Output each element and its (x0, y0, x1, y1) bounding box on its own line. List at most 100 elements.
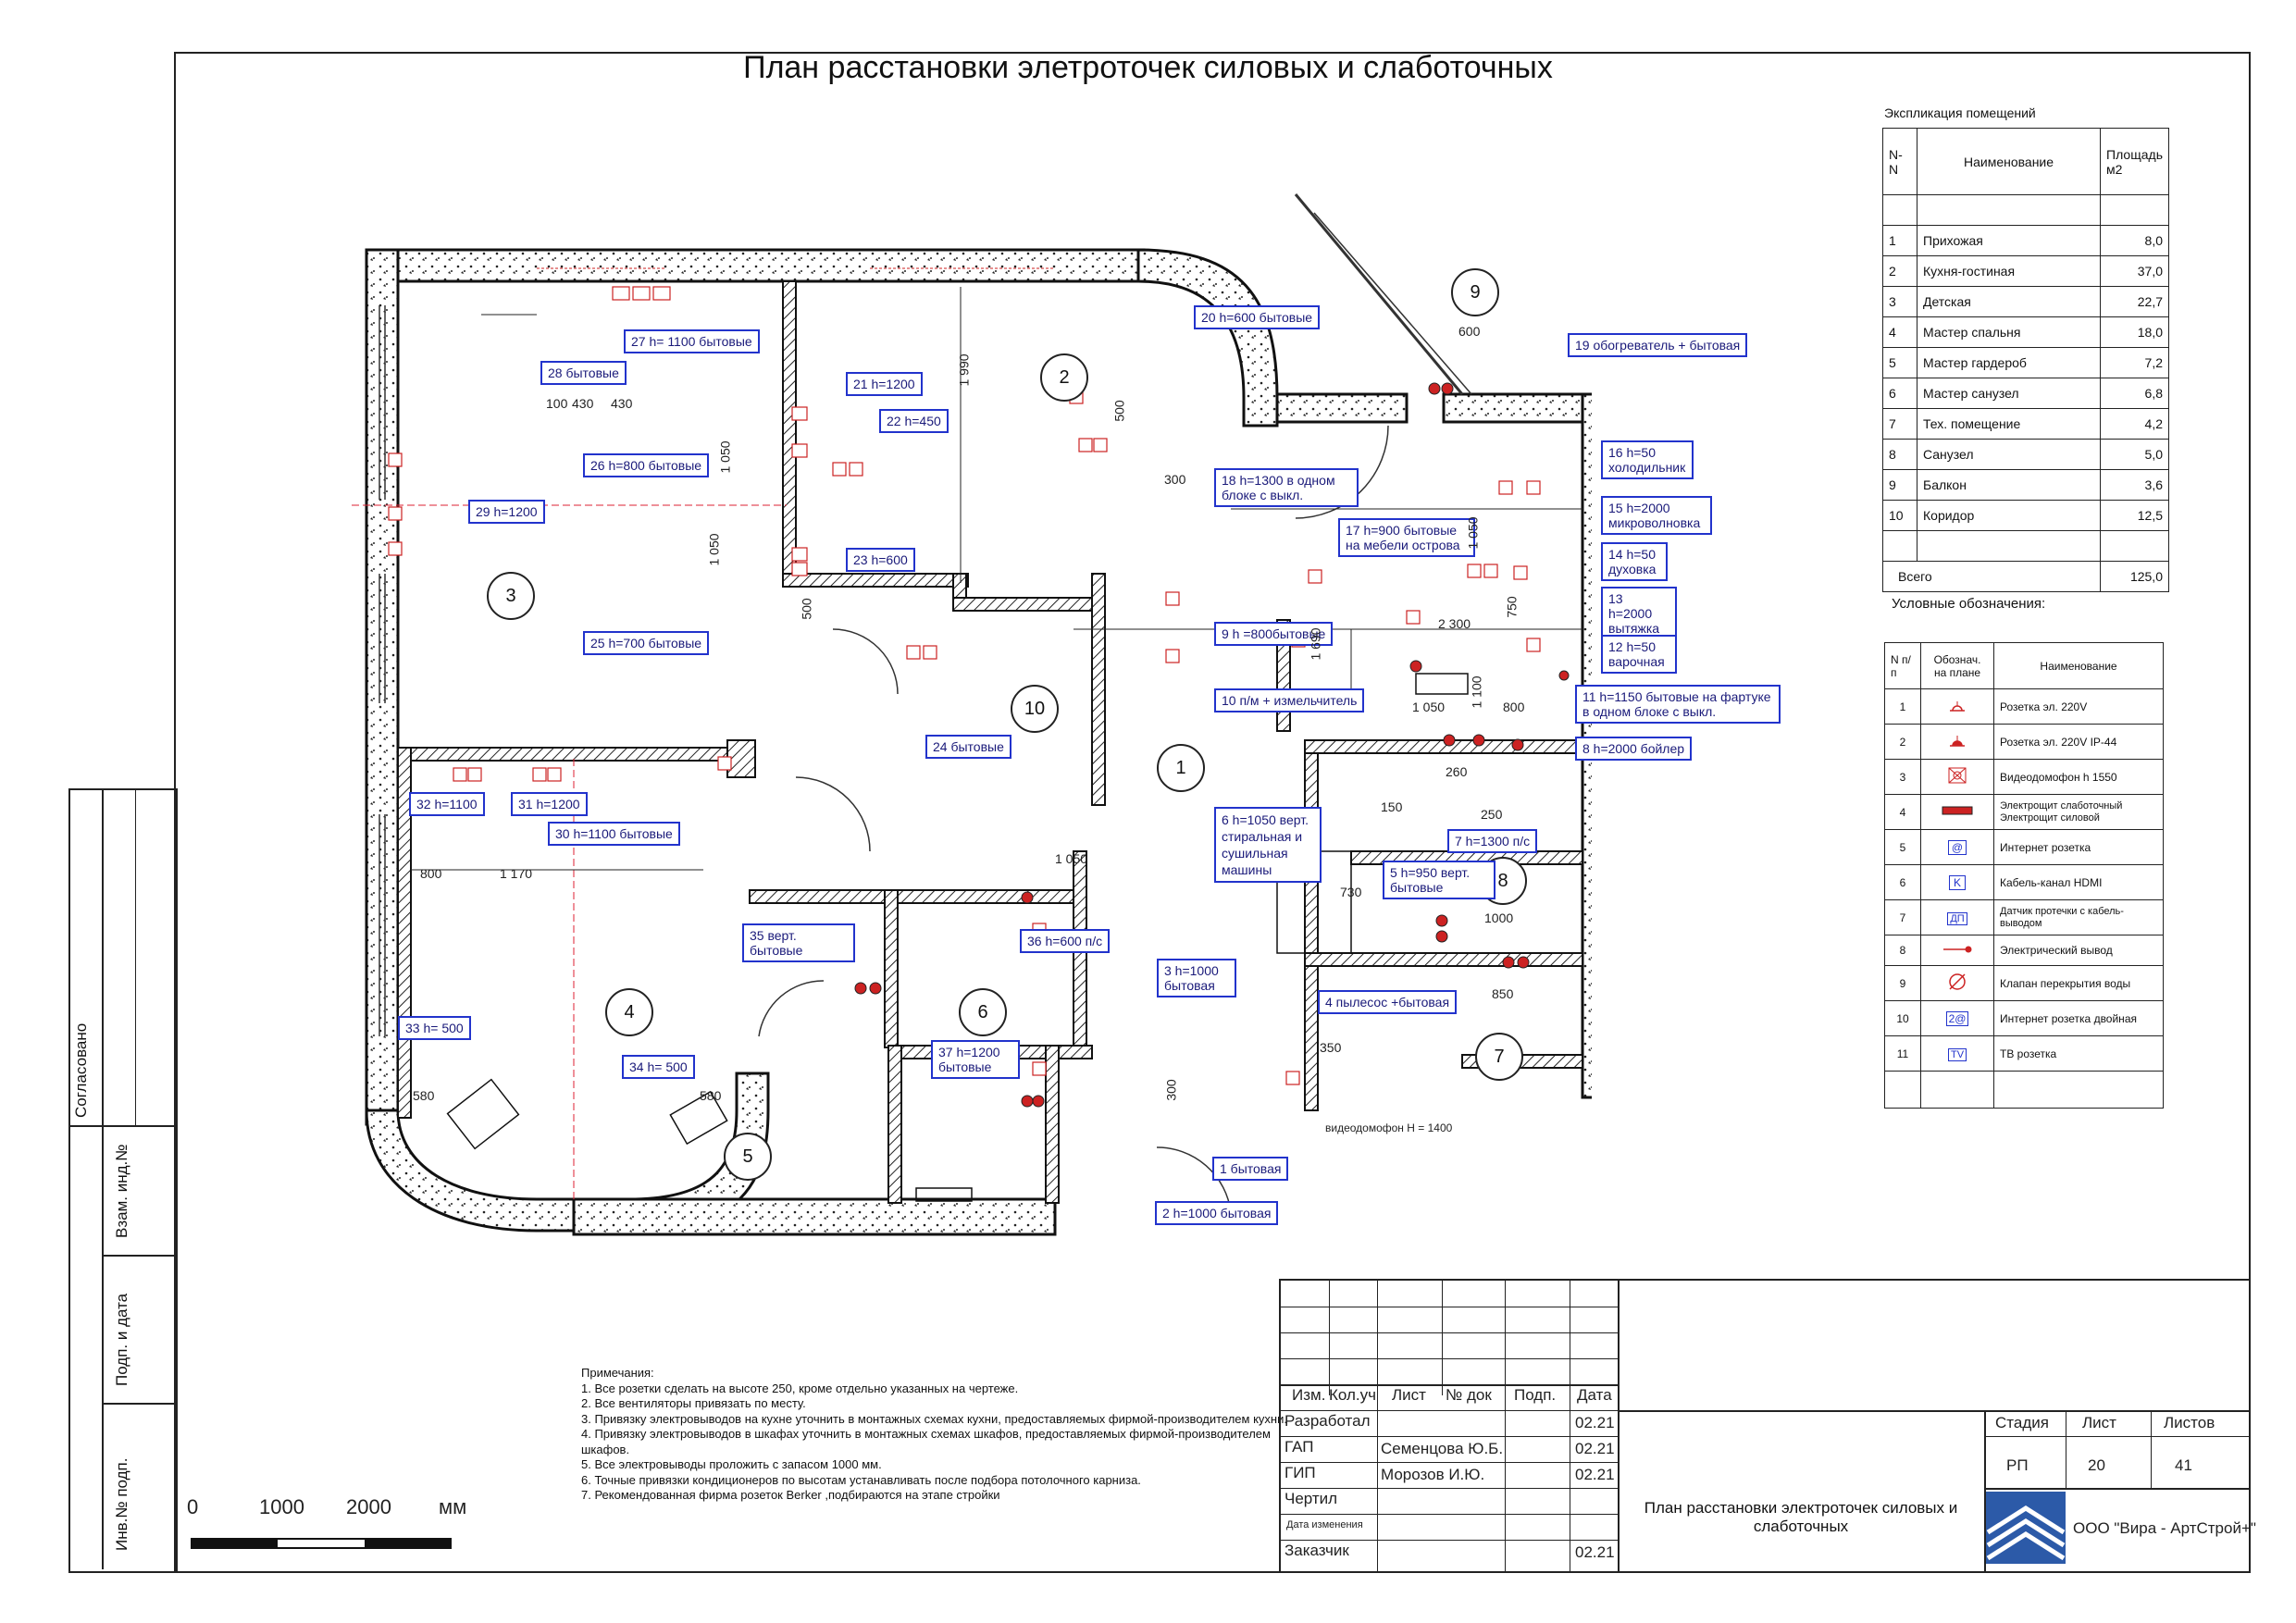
room-number-1: 1 (1157, 744, 1205, 792)
callout-15: 15 h=2000 микроволновка (1601, 496, 1712, 535)
stamp-name: Морозов И.Ю. (1381, 1466, 1485, 1483)
table-cell: Мастер спальня (1916, 316, 2102, 348)
col-header-n: N-N (1882, 128, 1917, 195)
legend-n: 5 (1884, 829, 1921, 865)
callout-23: 23 h=600 (846, 548, 915, 572)
dim-label: 580 (413, 1088, 435, 1103)
scale-bar (191, 1538, 452, 1549)
double-internet-icon: 2@ (1945, 1010, 1969, 1026)
table-cell: 4,2 (2100, 408, 2169, 440)
legend-label: Электрический вывод (1993, 935, 2164, 966)
legend-n: 10 (1884, 1000, 1921, 1036)
callout-4: 4 пылесос +бытовая (1318, 990, 1458, 1014)
notes-heading: Примечания: (581, 1366, 654, 1380)
scale-1000: 1000 (259, 1495, 304, 1518)
socket-icon (1920, 688, 1994, 725)
stamp-col-kolu: Кол.уч (1329, 1386, 1376, 1404)
legend-label: Интернет розетка (1993, 829, 2164, 865)
dim-label: 500 (799, 598, 814, 620)
callout-16: 16 h=50 холодильник (1601, 440, 1694, 479)
callout-26: 26 h=800 бытовые (583, 453, 710, 477)
stamp-name: Семенцова Ю.Б. (1381, 1440, 1504, 1457)
table-cell: 37,0 (2100, 255, 2169, 287)
callout-5: 5 h=950 верт. бытовые (1383, 861, 1496, 899)
callout-24: 24 бытовые (925, 735, 1011, 759)
dim-label: 1 170 (500, 866, 533, 881)
dim-label: 1 050 (1055, 851, 1088, 866)
note-item: 7. Рекомендованная фирма розеток Berker … (581, 1488, 1000, 1502)
table-cell: 22,7 (2100, 286, 2169, 317)
dim-label: 1 990 (956, 353, 972, 387)
stamp-date: 02.21 (1575, 1414, 1615, 1431)
electrical-outlet-icon (1920, 935, 1994, 966)
sheet-value: 20 (2088, 1456, 2105, 1474)
legend-label: ТВ розетка (1993, 1035, 2164, 1072)
socket-outlines (388, 286, 1541, 1085)
callout-9: 9 h =800бытовые (1214, 622, 1334, 646)
water-valve-icon (1920, 965, 1994, 1001)
table-cell: 6 (1882, 378, 1917, 409)
internet-socket-icon: @ (1947, 839, 1967, 855)
table-cell: Санузел (1916, 439, 2102, 470)
stamp-col-izm: Изм. (1292, 1386, 1326, 1404)
sheet-header: Лист (2082, 1414, 2116, 1431)
callout-18: 18 h=1300 в одном блоке с выкл. (1214, 468, 1359, 507)
callout-11: 11 h=1150 бытовые на фартуке в одном бло… (1575, 685, 1781, 724)
legend-n: 1 (1884, 688, 1921, 725)
tv-socket-icon: TV (1947, 1047, 1967, 1061)
scale-2000: 2000 (346, 1495, 391, 1518)
room-number-7: 7 (1475, 1033, 1523, 1081)
callout-8: 8 h=2000 бойлер (1575, 737, 1693, 761)
stamp-role: ГИП (1285, 1464, 1316, 1481)
stage-value: РП (2006, 1456, 2029, 1474)
hdmi-channel-icon: K (1948, 874, 1966, 890)
dim-label: 600 (1458, 324, 1481, 339)
legend-header-n: N п/п (1884, 642, 1921, 689)
scale-unit: мм (439, 1495, 467, 1518)
table-cell: 12,5 (2100, 500, 2169, 531)
stamp-role: Чертил (1285, 1490, 1338, 1507)
dim-label: 800 (1503, 700, 1525, 714)
callout-20: 20 h=600 бытовые (1194, 305, 1321, 329)
legend-n: 3 (1884, 759, 1921, 795)
room-number-10: 10 (1011, 685, 1059, 733)
legend-label: Интернет розетка двойная (1993, 1000, 2164, 1036)
callout-22: 22 h=450 (879, 409, 949, 433)
legend-caption: Условные обозначения: (1892, 596, 2046, 612)
room-number-4: 4 (605, 988, 653, 1036)
table-cell: 3 (1882, 286, 1917, 317)
legend-n: 9 (1884, 965, 1921, 1001)
dim-label: 150 (1381, 799, 1403, 814)
sheets-value: 41 (2175, 1456, 2192, 1474)
dim-label: 1 050 (706, 533, 722, 566)
scale-0: 0 (187, 1495, 199, 1518)
callout-28: 28 бытовые (540, 361, 627, 385)
stamp-role: Разработал (1285, 1412, 1371, 1430)
stamp-date: 02.21 (1575, 1543, 1615, 1561)
stamp-col-doc: № док (1446, 1386, 1492, 1404)
dim-label: 1000 (1484, 911, 1514, 925)
note-item: 5. Все электровыводы проложить с запасом… (581, 1457, 882, 1471)
callout-29: 29 h=1200 (468, 500, 545, 524)
stamp-role: Дата изменения (1286, 1519, 1363, 1530)
dim-label: 800 (420, 866, 442, 881)
callout-10: 10 п/м + измельчитель (1214, 688, 1365, 712)
callout-3: 3 h=1000 бытовая (1157, 959, 1236, 997)
legend-label: Розетка эл. 220V (1993, 688, 2164, 725)
room-number-9: 9 (1451, 268, 1499, 316)
dim-label: 430 (572, 396, 594, 411)
table-cell: Детская (1916, 286, 2102, 317)
room-number-3: 3 (487, 572, 535, 620)
note-item: 1. Все розетки сделать на высоте 250, кр… (581, 1381, 1019, 1395)
intercom-note: видеодомофон Н = 1400 (1325, 1121, 1453, 1134)
callout-33: 33 h= 500 (398, 1016, 471, 1040)
sheets-header: Листов (2164, 1414, 2215, 1431)
legend-n: 2 (1884, 724, 1921, 760)
note-item: 4. Привязку электровыводов в шкафах уточ… (581, 1427, 1271, 1456)
table-cell: Кухня-гостиная (1916, 255, 2102, 287)
table-cell: 7 (1882, 408, 1917, 440)
note-item: 3. Привязку электровыводов на кухне уточ… (581, 1411, 1287, 1426)
callout-31: 31 h=1200 (511, 792, 588, 816)
floor-plan (352, 193, 1592, 1236)
